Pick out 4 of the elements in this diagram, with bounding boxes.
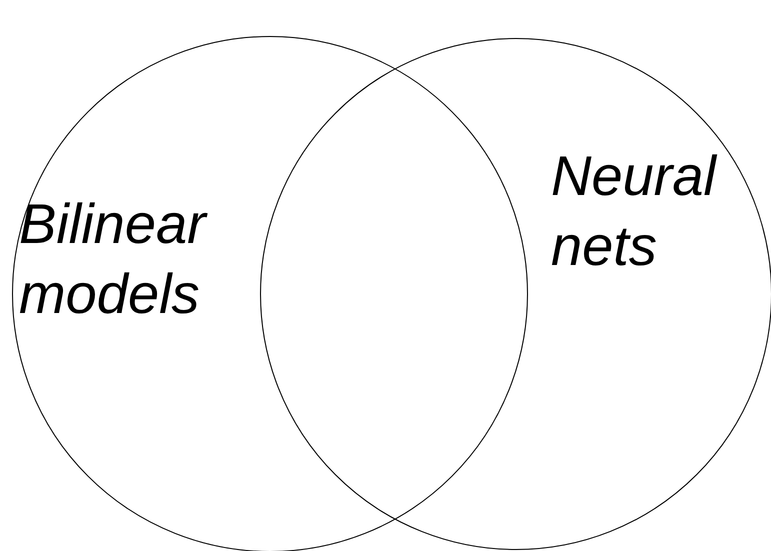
set-circle bbox=[12, 36, 528, 551]
set-label: Bilinear models bbox=[19, 191, 208, 327]
set-circle bbox=[260, 38, 771, 550]
set-label: Neural nets bbox=[551, 143, 718, 279]
